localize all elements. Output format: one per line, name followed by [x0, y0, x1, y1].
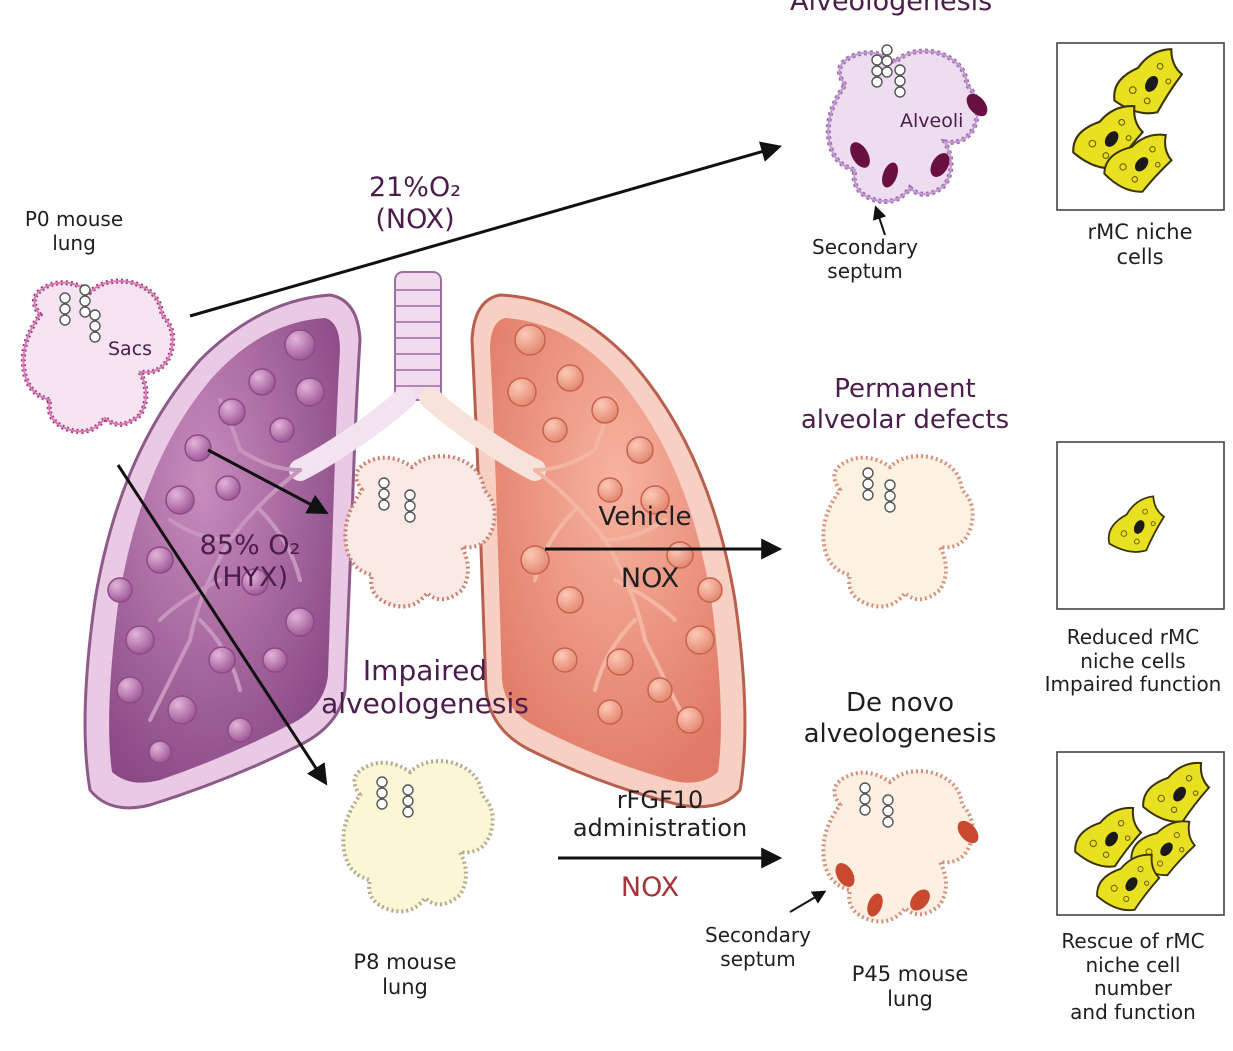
hyperoxia-label: 85% O₂ (HYX): [199, 530, 301, 593]
de-novo-label: De novo alveologenesis: [803, 688, 997, 749]
alveolar-sac-normal: [828, 44, 988, 202]
p45-label: P45 mouse lung: [851, 962, 969, 1011]
nox-mid-label: NOX: [620, 563, 680, 594]
arrow-hyperoxia: [116, 464, 328, 786]
impaired-alveologenesis-label: Impaired alveologenesis: [321, 654, 529, 721]
permanent-defects-label: Permanent alveolar defects: [800, 374, 1010, 435]
arrow-septum-top: [872, 205, 887, 236]
arrow-normoxia: [189, 141, 783, 318]
niche-box-reduced: [1056, 441, 1225, 610]
p45-alveolar-sac: [821, 769, 979, 924]
lung-illustration: [83, 271, 747, 810]
sacs-label: Sacs: [108, 338, 153, 360]
arrow-to-impaired: [207, 448, 329, 514]
rmc-rescue-label: Rescue of rMC niche cell number and func…: [1061, 929, 1205, 1024]
arrow-septum-bottom: [789, 890, 827, 913]
secondary-septum-bottom-label: Secondary septum: [705, 923, 811, 971]
nox-bottom-label: NOX: [620, 872, 680, 903]
rfgf10-label: rFGF10 administration: [572, 786, 748, 843]
alveolar-sac-impaired: [343, 454, 497, 609]
secondary-septum-top-label: Secondary septum: [812, 235, 918, 283]
alveologenesis-title: Alveologenesis: [790, 0, 993, 17]
niche-box-normal: [1056, 42, 1225, 211]
vehicle-label: Vehicle: [598, 502, 692, 532]
rmc-normal-label: rMC niche cells: [1087, 220, 1193, 269]
alveolar-sac-defect: [821, 454, 975, 609]
rmc-reduced-label: Reduced rMC niche cells Impaired functio…: [1044, 625, 1222, 697]
p8-label: P8 mouse lung: [353, 950, 457, 999]
alveoli-label: Alveoli: [900, 110, 964, 132]
p8-alveolar-sac: [341, 759, 495, 914]
niche-box-rescue: [1056, 751, 1225, 924]
p0-label: P0 mouse lung: [24, 207, 124, 255]
normoxia-label: 21%O₂ (NOX): [368, 172, 462, 235]
arrows: [116, 141, 887, 913]
